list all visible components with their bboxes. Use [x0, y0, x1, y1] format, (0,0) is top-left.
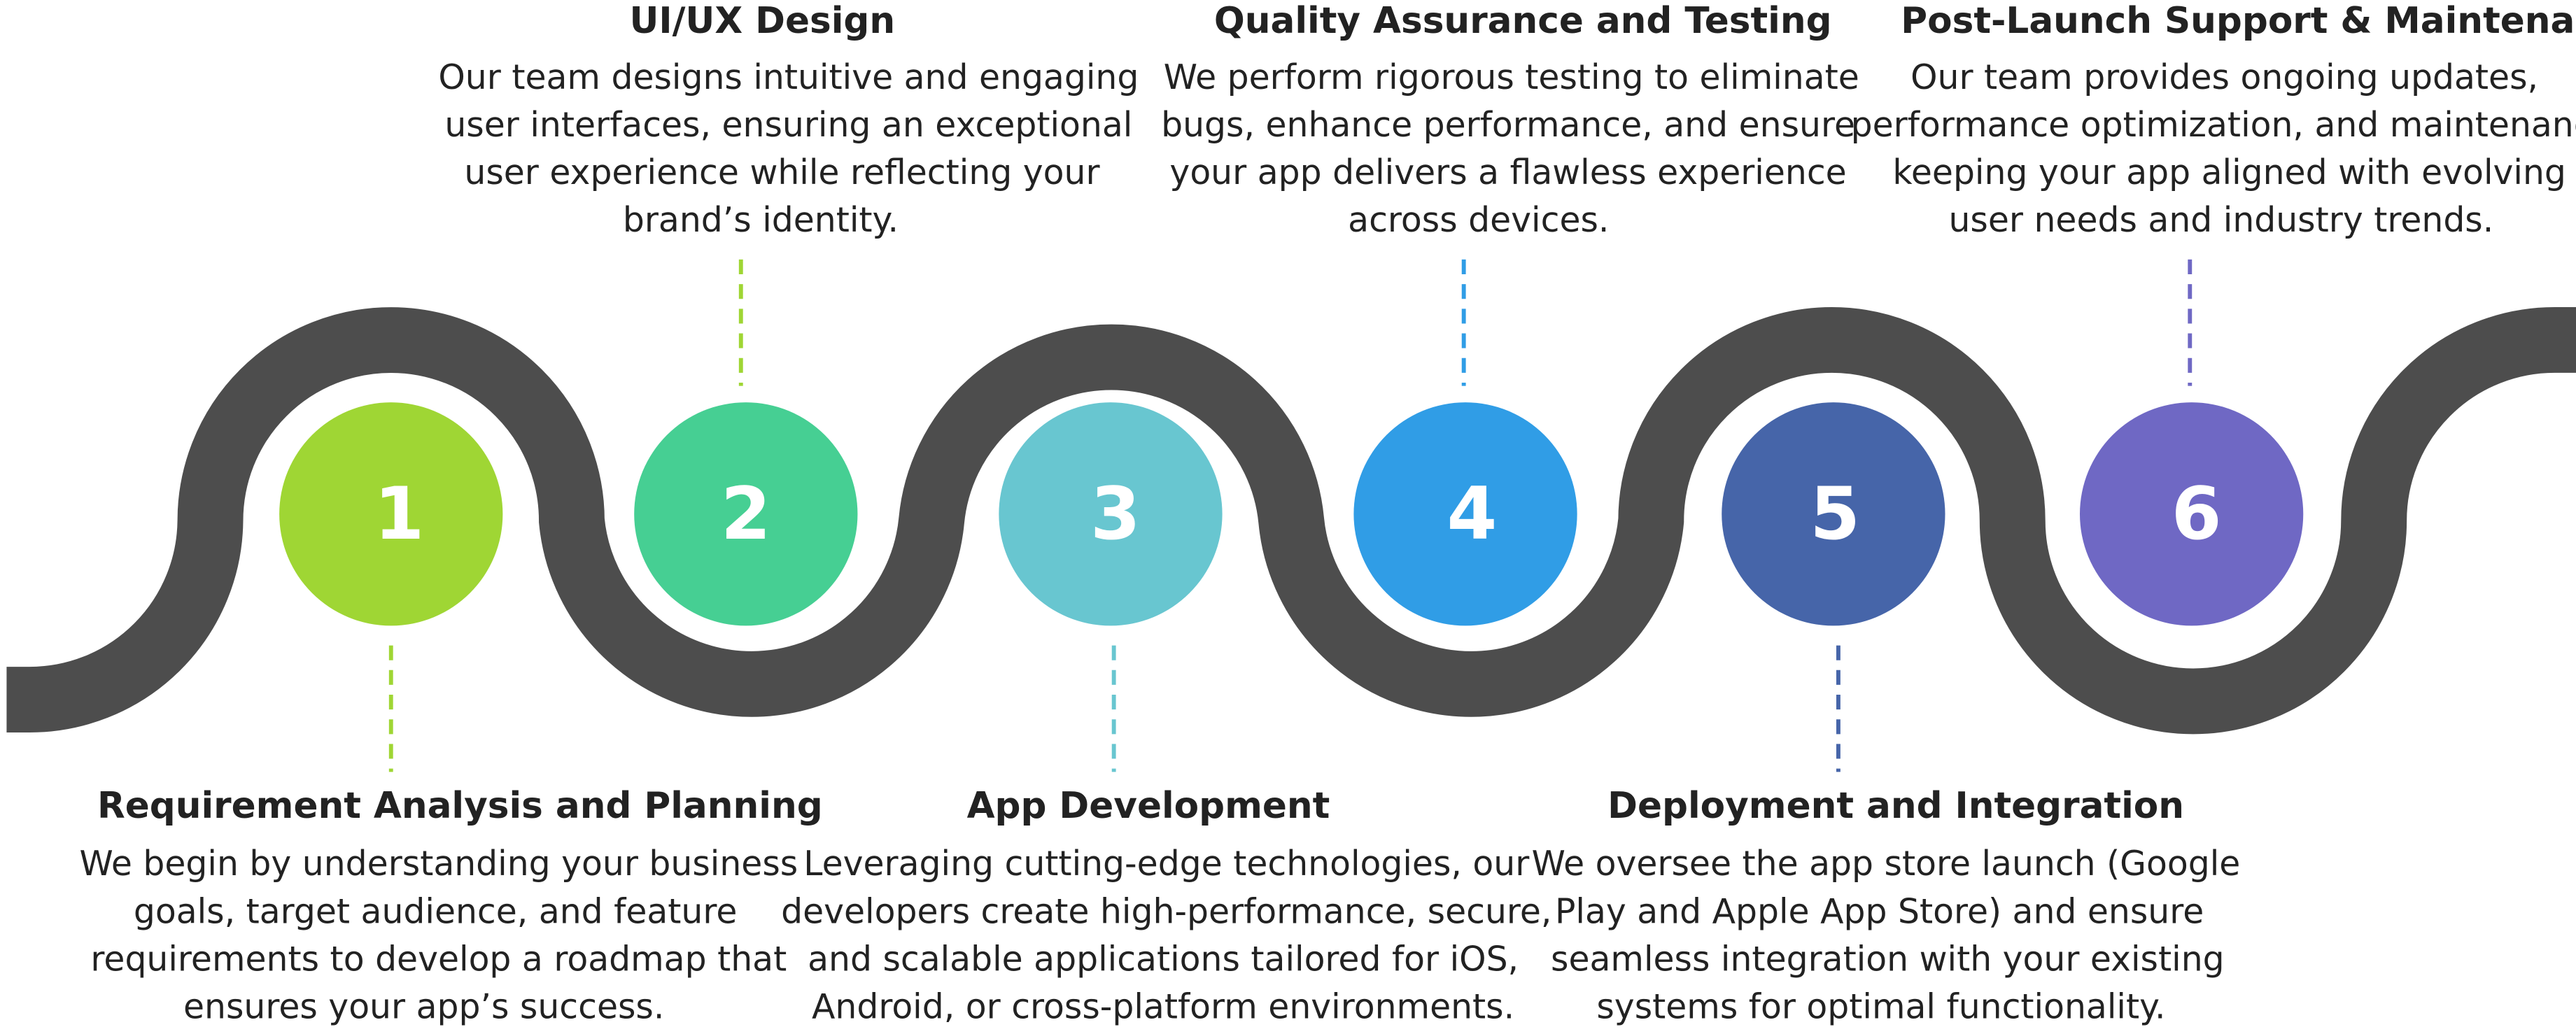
step-4-number: 4 [1447, 472, 1497, 556]
step-2-desc-line: user interfaces, ensuring an exceptional [444, 105, 1132, 145]
step-4-desc-line: bugs, enhance performance, and ensure [1161, 105, 1855, 145]
step-5-number: 5 [1810, 472, 1860, 556]
step-4-desc-line: your app delivers a flawless experience [1169, 153, 1846, 192]
step-1-desc-line: We begin by understanding your business [79, 844, 798, 884]
step-2-desc-line: Our team designs intuitive and engaging [438, 57, 1139, 97]
step-1-desc-line: ensures your app’s success. [183, 986, 664, 1026]
step-6-title: Post-Launch Support & Maintenance [1901, 0, 2576, 42]
step-2-desc-line: brand’s identity. [623, 200, 899, 240]
step-1-circle [279, 402, 503, 626]
step-5-desc-line: seamless integration with your existing [1551, 939, 2225, 979]
winding-road-track [6, 306, 2576, 735]
step-2-circle [634, 402, 858, 626]
step-6-desc-line: user needs and industry trends. [1949, 200, 2494, 240]
step-1-desc-line: requirements to develop a roadmap that [90, 939, 787, 979]
step-3-circle [999, 402, 1223, 626]
step-6-number: 6 [2172, 472, 2222, 556]
step-3-desc-line: developers create high-performance, secu… [781, 891, 1551, 931]
step-1-number: 1 [374, 472, 425, 556]
step-5-desc-line: We oversee the app store launch (Google [1532, 844, 2241, 884]
step-4-desc-line: across devices. [1348, 200, 1609, 240]
step-3-title: App Development [967, 785, 1330, 827]
step-3-desc-line: Android, or cross-platform environments. [812, 986, 1514, 1026]
step-2-title: UI/UX Design [629, 0, 895, 42]
step-6-circle [2080, 402, 2304, 626]
step-5-desc-line: Play and Apple App Store) and ensure [1555, 891, 2204, 931]
step-3-desc-line: and scalable applications tailored for i… [808, 939, 1519, 979]
step-2-desc-line: user experience while reflecting your [464, 153, 1100, 192]
step-2-number: 2 [721, 472, 771, 556]
step-5-title: Deployment and Integration [1607, 785, 2184, 827]
step-4-title: Quality Assurance and Testing [1214, 0, 1832, 42]
step-3-desc-line: Leveraging cutting-edge technologies, ou… [803, 844, 1530, 884]
step-5-circle [1722, 402, 1945, 626]
step-6-desc-line: performance optimization, and maintenanc… [1851, 105, 2576, 145]
step-5-desc-line: systems for optimal functionality. [1596, 986, 2165, 1026]
step-1-desc-line: goals, target audience, and feature [134, 891, 738, 931]
step-6-desc-line: keeping your app aligned with evolving [1892, 153, 2566, 192]
step-4-desc-line: We perform rigorous testing to eliminate [1164, 57, 1859, 97]
step-6-desc-line: Our team provides ongoing updates, [1910, 57, 2538, 97]
step-4-circle [1353, 402, 1577, 626]
step-3-number: 3 [1090, 472, 1141, 556]
step-1-title: Requirement Analysis and Planning [97, 785, 823, 827]
